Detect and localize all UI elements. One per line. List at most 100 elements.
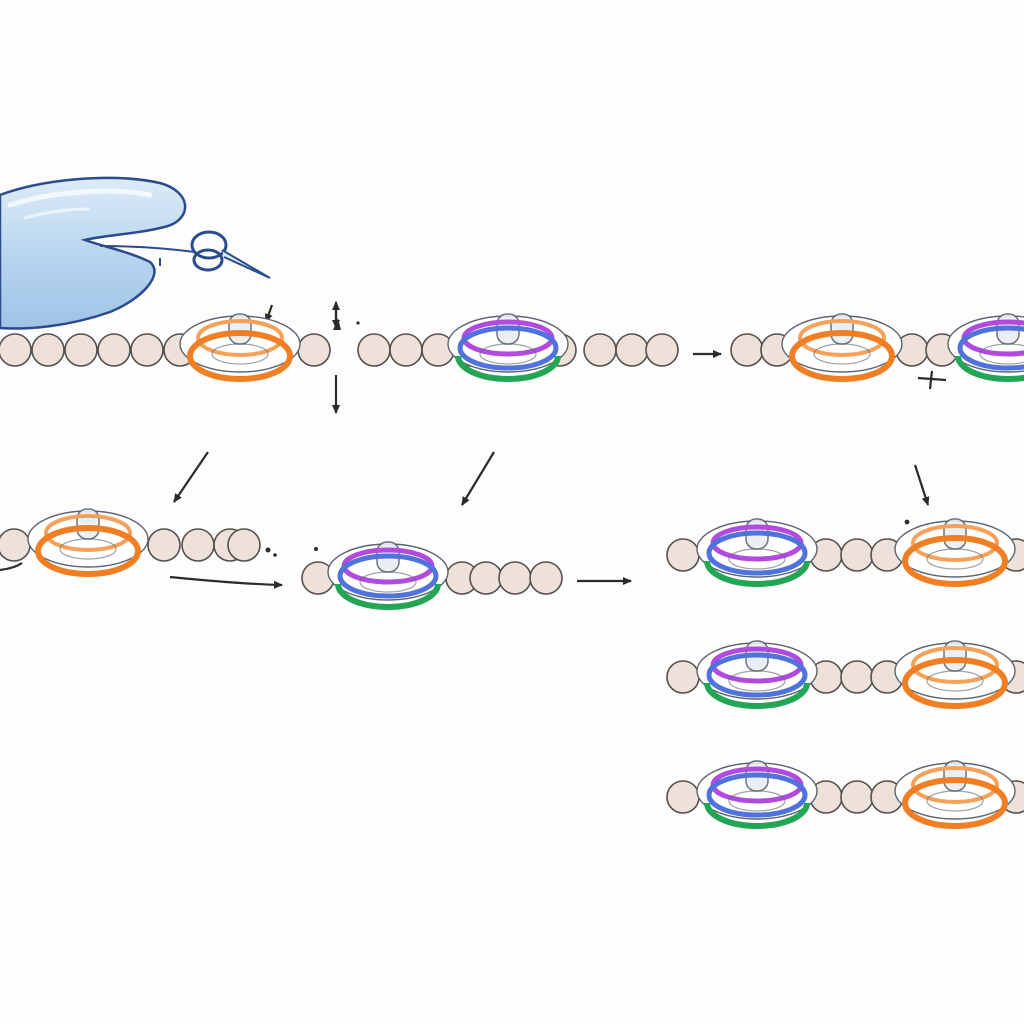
ring-band-back — [911, 766, 999, 804]
ring-band-front — [902, 777, 1008, 829]
bead — [666, 660, 700, 694]
clamp — [943, 760, 967, 792]
arrow — [0, 562, 23, 572]
clamp — [228, 313, 252, 345]
scissors-icon — [99, 230, 271, 279]
ring-hole — [926, 670, 984, 692]
arrow-group — [0, 301, 947, 589]
bead — [645, 333, 679, 367]
ring-hole — [211, 343, 269, 365]
arrow — [173, 451, 209, 503]
bead — [0, 333, 32, 367]
ring-hole — [359, 571, 417, 593]
bead — [498, 561, 532, 595]
ring-hole — [479, 343, 537, 365]
bead — [666, 538, 700, 572]
chromatin-strand — [0, 508, 261, 577]
ring-band-front — [335, 583, 441, 610]
bead — [840, 660, 874, 694]
arrow — [461, 451, 495, 506]
chromatin-strand — [301, 541, 563, 610]
bead — [64, 333, 98, 367]
ring-band-front — [35, 525, 141, 577]
bead — [583, 333, 617, 367]
ring-band-front — [704, 560, 810, 587]
ring-hole — [728, 670, 786, 692]
clamp — [943, 518, 967, 550]
bead — [840, 538, 874, 572]
orange-ring-icon — [894, 760, 1016, 829]
orange-ring-icon — [179, 313, 301, 382]
bead — [181, 528, 215, 562]
ring-hole — [728, 548, 786, 570]
debris-marks — [265, 318, 910, 557]
ring-band-front — [704, 802, 810, 829]
bead — [730, 333, 764, 367]
arrow — [169, 575, 283, 589]
chromatin-strand — [666, 518, 1024, 587]
ring-band-front — [704, 682, 810, 709]
bead — [615, 333, 649, 367]
chromatin-strand — [666, 760, 1024, 829]
bead — [130, 333, 164, 367]
arrow — [928, 370, 934, 390]
chromatin-strands — [0, 313, 1024, 829]
ring-band-back — [798, 319, 886, 357]
ring-band-front — [902, 535, 1008, 587]
orange-ring-icon — [894, 640, 1016, 709]
orange-ring-icon — [894, 518, 1016, 587]
ring-band-front — [789, 330, 895, 382]
ring-band-back — [196, 319, 284, 357]
bead — [227, 528, 261, 562]
bead — [147, 528, 181, 562]
multicolor-ring-icon — [696, 760, 818, 829]
ring-hole — [813, 343, 871, 365]
ring-band-front — [455, 355, 561, 382]
bead — [469, 561, 503, 595]
enzyme-icon — [0, 176, 187, 330]
ring-band-back — [911, 524, 999, 562]
ring-band-front — [955, 355, 1024, 382]
ring-band-mid — [457, 325, 559, 371]
ring-hole — [59, 538, 117, 560]
ring-hole — [926, 548, 984, 570]
multicolor-ring-icon — [696, 518, 818, 587]
bead — [840, 780, 874, 814]
ring-band-mid — [706, 530, 808, 576]
bead — [297, 333, 331, 367]
ring-hole — [728, 790, 786, 812]
ring-band-back — [911, 646, 999, 684]
orange-ring-icon — [27, 508, 149, 577]
bead — [529, 561, 563, 595]
bead — [666, 780, 700, 814]
chromatin-strand — [357, 313, 679, 382]
ring-band-mid — [957, 325, 1024, 371]
bead — [0, 528, 31, 562]
ring-band-front — [187, 330, 293, 382]
ring-band-mid — [337, 553, 439, 599]
ring-hole — [926, 790, 984, 812]
ring-band-back — [44, 514, 132, 552]
multicolor-ring-icon — [327, 541, 449, 610]
chromatin-strand — [0, 313, 331, 382]
bead — [31, 333, 65, 367]
bead — [357, 333, 391, 367]
multicolor-ring-icon — [947, 313, 1024, 382]
chromatin-strand — [666, 640, 1024, 709]
bead — [389, 333, 423, 367]
ring-hole — [979, 343, 1024, 365]
bead — [97, 333, 131, 367]
ring-band-mid — [706, 772, 808, 818]
orange-ring-icon — [781, 313, 903, 382]
ring-band-mid — [706, 652, 808, 698]
multicolor-ring-icon — [447, 313, 569, 382]
clamp — [943, 640, 967, 672]
clamp — [830, 313, 854, 345]
ring-band-front — [902, 657, 1008, 709]
chromatin-strand — [730, 313, 1024, 382]
multicolor-ring-icon — [696, 640, 818, 709]
clamp — [76, 508, 100, 540]
arrow — [913, 464, 930, 506]
